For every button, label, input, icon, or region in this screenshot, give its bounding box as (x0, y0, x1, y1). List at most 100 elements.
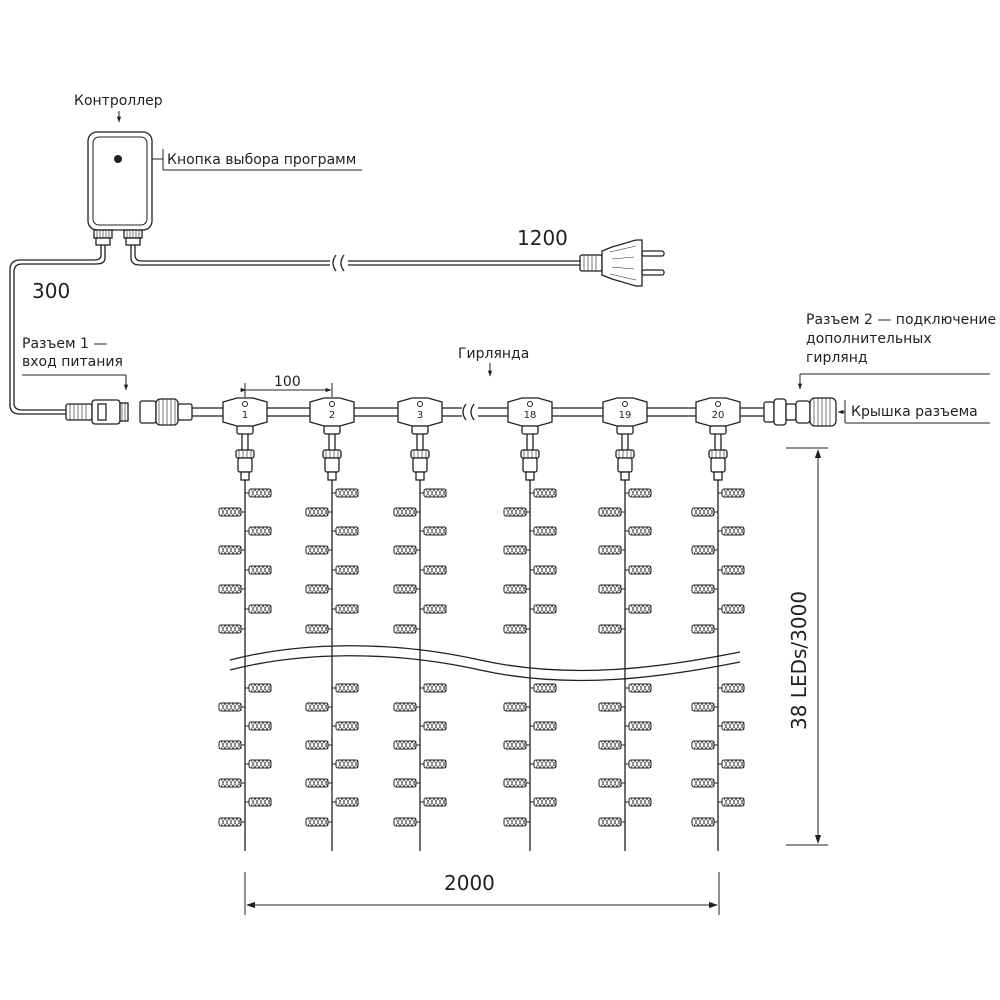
drop-18: 18 (503, 397, 557, 851)
led-bead-icon (423, 683, 447, 693)
led-bead-icon (503, 545, 527, 555)
drop-number: 2 (329, 410, 335, 421)
led-bead-icon (393, 545, 417, 555)
led-bead-icon (393, 507, 417, 517)
led-bead-icon (305, 545, 329, 555)
led-bead-icon (218, 702, 242, 712)
led-bead-icon (305, 624, 329, 634)
led-bead-icon (721, 797, 745, 807)
power-cable-length: 1200 (517, 226, 568, 250)
led-bead-icon (628, 565, 652, 575)
led-bead-icon (533, 526, 557, 536)
controller-outlet-right (123, 229, 143, 246)
led-bead-icon (598, 507, 622, 517)
break-mark-icon (229, 645, 741, 672)
led-bead-icon (335, 488, 359, 498)
garland: Гирлянда 100 1 2 3 18 19 20 (139, 312, 996, 851)
total-width-dimension: 2000 (244, 871, 720, 915)
led-bead-icon (691, 584, 715, 594)
led-bead-icon (305, 584, 329, 594)
lead-length: 300 (32, 279, 70, 303)
led-bead-icon (503, 702, 527, 712)
led-bead-icon (598, 584, 622, 594)
led-bead-icon (393, 584, 417, 594)
led-bead-icon (533, 759, 557, 769)
led-bead-icon (335, 526, 359, 536)
led-bead-icon (305, 817, 329, 827)
led-bead-icon (335, 683, 359, 693)
program-button-label: Кнопка выбора программ (167, 152, 356, 168)
led-bead-icon (598, 702, 622, 712)
controller: Контроллер Кнопка выбора программ (74, 93, 362, 246)
led-bead-icon (503, 624, 527, 634)
connector-1-plug-icon (65, 399, 129, 425)
power-plug-icon (579, 239, 665, 287)
led-bead-icon (598, 817, 622, 827)
garland-label: Гирлянда (458, 346, 529, 362)
led-bead-icon (248, 683, 272, 693)
controller-outlet-left (93, 229, 113, 246)
led-bead-icon (393, 624, 417, 634)
program-button-icon (114, 155, 122, 163)
led-bead-icon (691, 545, 715, 555)
led-bead-icon (218, 584, 242, 594)
led-bead-icon (393, 817, 417, 827)
led-bead-icon (423, 604, 447, 614)
led-bead-icon (335, 604, 359, 614)
led-bead-icon (218, 778, 242, 788)
drop-number: 3 (417, 410, 423, 421)
drop-3: 3 (393, 397, 447, 851)
drop-number: 20 (712, 410, 725, 421)
led-bead-icon (218, 740, 242, 750)
led-bead-icon (628, 683, 652, 693)
led-bead-icon (721, 488, 745, 498)
led-bead-icon (503, 740, 527, 750)
led-bead-icon (393, 702, 417, 712)
drop-20: 20 (691, 397, 745, 851)
led-bead-icon (628, 721, 652, 731)
led-bead-icon (335, 797, 359, 807)
led-bead-icon (503, 584, 527, 594)
connector-cap: Крышка разъема (837, 400, 990, 424)
led-bead-icon (691, 507, 715, 517)
drop-2: 2 (305, 397, 359, 851)
controller-box-icon (87, 131, 153, 231)
led-bead-icon (721, 604, 745, 614)
led-bead-icon (248, 604, 272, 614)
led-bead-icon (598, 778, 622, 788)
led-bead-icon (305, 702, 329, 712)
drop-19: 19 (598, 397, 652, 851)
drop-1: 1 (218, 397, 272, 851)
led-bead-icon (218, 507, 242, 517)
led-bead-icon (248, 488, 272, 498)
led-bead-icon (691, 817, 715, 827)
led-bead-icon (628, 488, 652, 498)
led-bead-icon (598, 545, 622, 555)
led-bead-icon (533, 604, 557, 614)
drop-number: 18 (524, 410, 537, 421)
led-bead-icon (218, 545, 242, 555)
led-bead-icon (248, 721, 272, 731)
connector-cap-label: Крышка разъема (851, 404, 978, 420)
led-bead-icon (248, 565, 272, 575)
led-bead-icon (248, 797, 272, 807)
led-bead-icon (598, 624, 622, 634)
led-bead-icon (423, 565, 447, 575)
led-bead-icon (533, 488, 557, 498)
garland-main-cable (192, 403, 764, 421)
led-bead-icon (335, 565, 359, 575)
led-bead-icon (533, 721, 557, 731)
led-bead-icon (533, 797, 557, 807)
led-bead-icon (691, 624, 715, 634)
led-bead-icon (691, 778, 715, 788)
led-bead-icon (721, 683, 745, 693)
drop-spacing-dimension: 100 (240, 374, 333, 397)
led-bead-icon (503, 817, 527, 827)
connector-2-label-line2: дополнительных (806, 331, 932, 347)
connector-2-label-line1: Разъем 2 — подключение (806, 312, 996, 328)
drop-number: 19 (619, 410, 632, 421)
led-bead-icon (218, 624, 242, 634)
connector-2: Разъем 2 — подключение дополнительных ги… (763, 312, 996, 426)
power-cable: 1200 (130, 226, 665, 287)
drop-height-value: 38 LEDs/3000 (787, 591, 811, 730)
